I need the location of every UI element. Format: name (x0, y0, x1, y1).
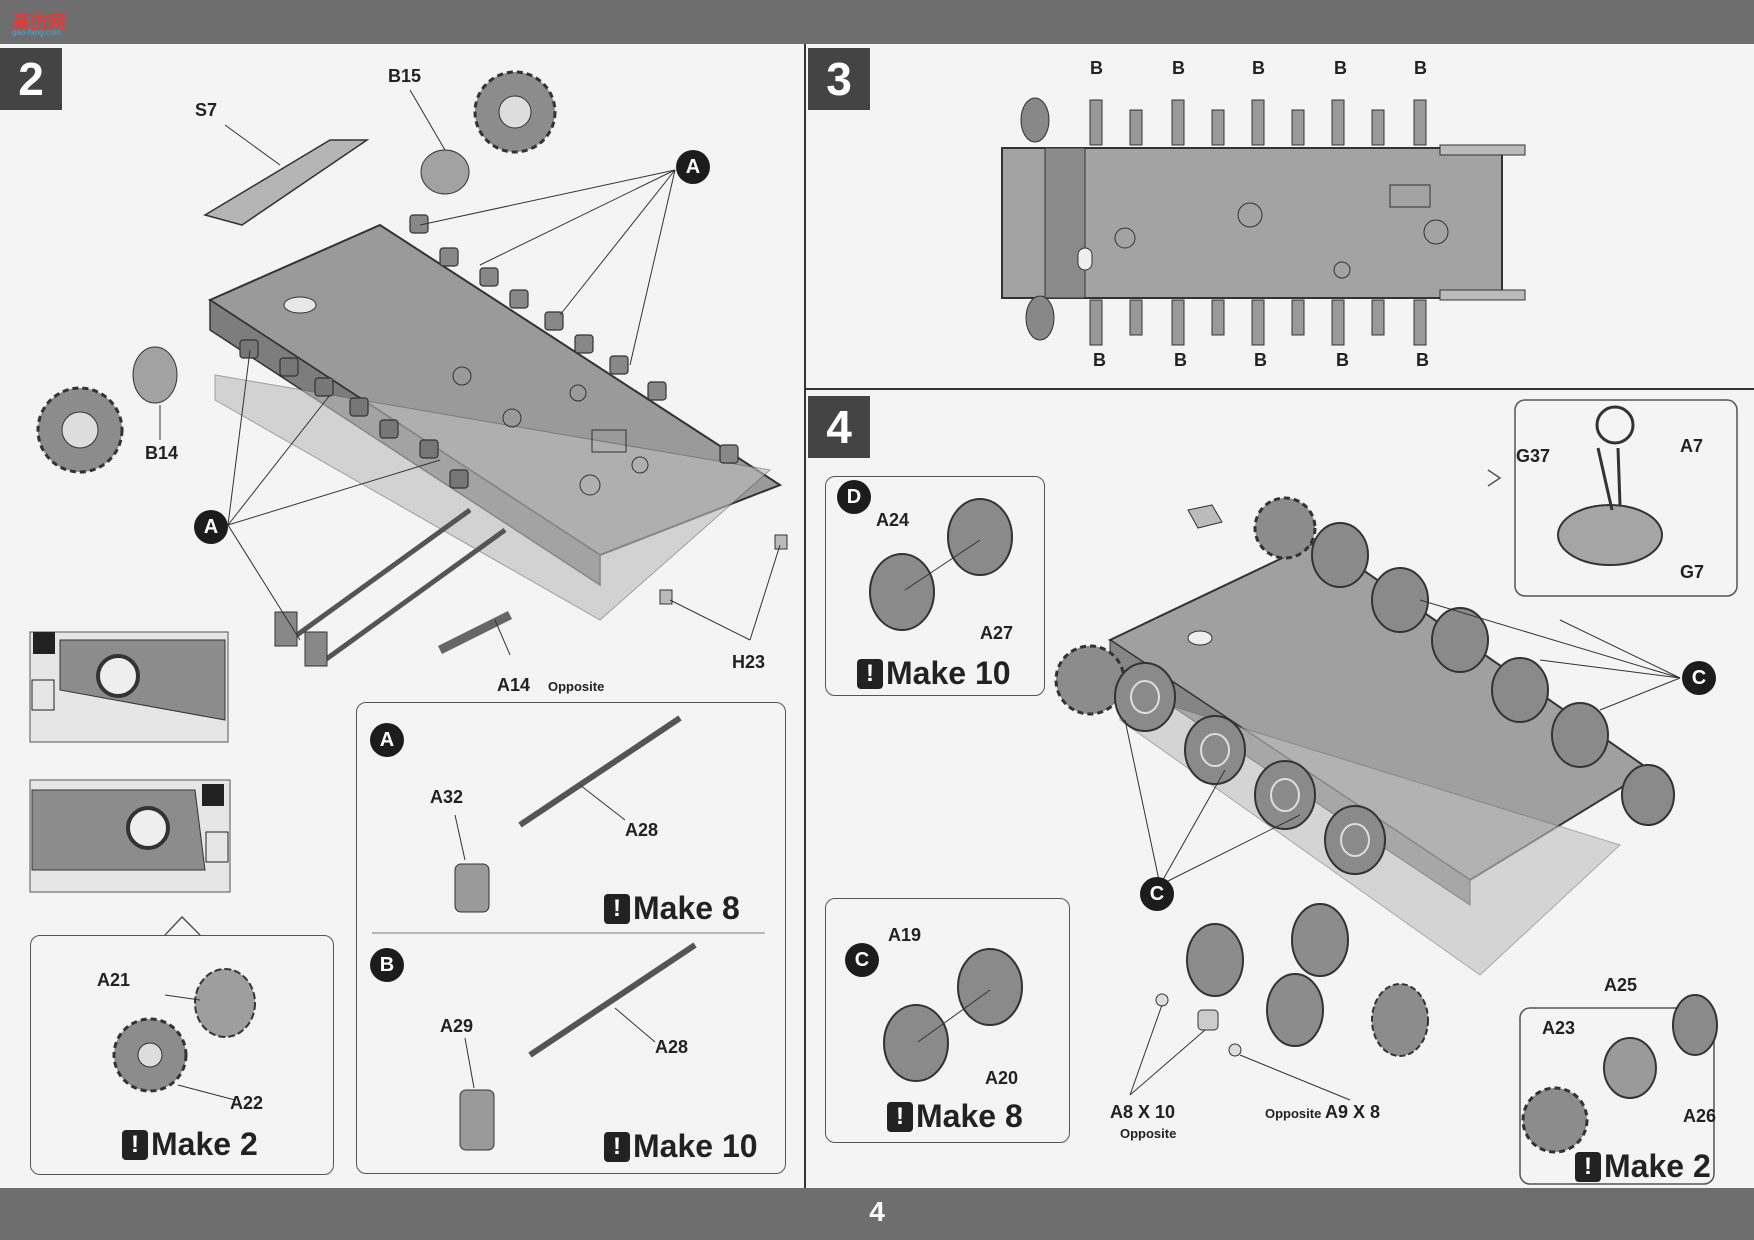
sub-d-make-note: !Make 10 (857, 655, 1011, 692)
label-a24: A24 (876, 510, 910, 530)
label-a9: A9 X 8 (1325, 1102, 1381, 1122)
label-a27: A27 (980, 623, 1014, 643)
label-a14: A14 (497, 675, 531, 695)
label-h23: H23 (732, 652, 766, 672)
label-g7: G7 (1680, 562, 1705, 582)
page-number: 4 (869, 1196, 885, 1227)
exclamation-icon: ! (122, 1129, 148, 1160)
sub-c-box (825, 898, 1070, 1143)
idler-make-note: !Make 2 (1575, 1148, 1711, 1185)
label-a9-opposite: Opposite (1265, 1106, 1322, 1121)
sub-a-tag: A (370, 723, 404, 757)
sub-d-box (825, 476, 1045, 696)
exclamation-icon: ! (887, 1101, 913, 1132)
label-a14-opposite: Opposite (548, 679, 605, 694)
callout-c-left: C (1140, 877, 1174, 911)
label-b-top-3: B (1252, 58, 1265, 78)
exclamation-icon: ! (604, 893, 630, 924)
label-a28-sub-b: A28 (655, 1037, 689, 1057)
callout-c-right: C (1682, 661, 1716, 695)
sprocket-make-note: !Make 2 (122, 1126, 258, 1163)
label-b-bottom-3: B (1254, 350, 1267, 370)
label-a25: A25 (1604, 975, 1638, 995)
sub-d-tag: D (837, 480, 871, 514)
label-b-top-2: B (1172, 58, 1185, 78)
label-a8-opposite: Opposite (1120, 1126, 1177, 1141)
logo-subtext: gao-fang.com (12, 28, 61, 37)
step-4-badge: 4 (808, 396, 870, 458)
sub-a-make-note: !Make 8 (604, 890, 740, 927)
label-b-top-1: B (1090, 58, 1103, 78)
label-a32: A32 (430, 787, 464, 807)
label-a28-sub-a: A28 (625, 820, 659, 840)
label-b-bottom-5: B (1416, 350, 1429, 370)
watermark-logo: 高仿网 gao-fang.com (8, 6, 72, 38)
label-a19: A19 (888, 925, 922, 945)
exclamation-icon: ! (604, 1131, 630, 1162)
label-a20: A20 (985, 1068, 1019, 1088)
exclamation-icon: ! (1575, 1151, 1601, 1182)
sprocket-make-text: Make 2 (151, 1126, 258, 1162)
label-b-top-5: B (1414, 58, 1427, 78)
vertical-divider (804, 44, 806, 1188)
label-b-bottom-4: B (1336, 350, 1349, 370)
label-a21: A21 (97, 970, 131, 990)
logo-text: 高仿网 (12, 12, 66, 32)
horizontal-divider (806, 388, 1754, 390)
sub-a-make-text: Make 8 (633, 890, 740, 926)
label-b15: B15 (388, 66, 422, 86)
sub-d-make-text: Make 10 (886, 655, 1011, 691)
label-b-top-4: B (1334, 58, 1347, 78)
label-a23: A23 (1542, 1018, 1576, 1038)
label-a7: A7 (1680, 436, 1704, 456)
label-b14: B14 (145, 443, 179, 463)
bottom-band (0, 1188, 1754, 1240)
step4-hull-drawing (1054, 399, 1738, 1185)
label-g37: G37 (1516, 446, 1551, 466)
sub-b-make-note: !Make 10 (604, 1128, 758, 1165)
sub-b-make-text: Make 10 (633, 1128, 758, 1164)
sub-c-make-text: Make 8 (916, 1098, 1023, 1134)
top-band (0, 0, 1754, 44)
step-3-badge: 3 (808, 48, 870, 110)
label-b-bottom-1: B (1093, 350, 1106, 370)
sub-b-tag: B (370, 948, 404, 982)
exclamation-icon: ! (857, 658, 883, 689)
label-a29: A29 (440, 1016, 474, 1036)
callout-a-left: A (194, 510, 228, 544)
sprocket-subassembly-box (30, 935, 334, 1175)
step-2-badge: 2 (0, 48, 62, 110)
label-b-bottom-2: B (1174, 350, 1187, 370)
label-a22: A22 (230, 1093, 264, 1113)
step2-hull-drawing (36, 70, 788, 667)
label-a26: A26 (1683, 1106, 1717, 1126)
label-a8: A8 X 10 (1110, 1102, 1176, 1122)
step3-hull-drawing (1001, 97, 1526, 346)
label-s7: S7 (195, 100, 218, 120)
torsion-bar-subassembly-box (356, 702, 786, 1174)
sub-c-tag: C (845, 943, 879, 977)
idler-make-text: Make 2 (1604, 1148, 1711, 1184)
callout-a-top: A (676, 150, 710, 184)
sub-c-make-note: !Make 8 (887, 1098, 1023, 1135)
